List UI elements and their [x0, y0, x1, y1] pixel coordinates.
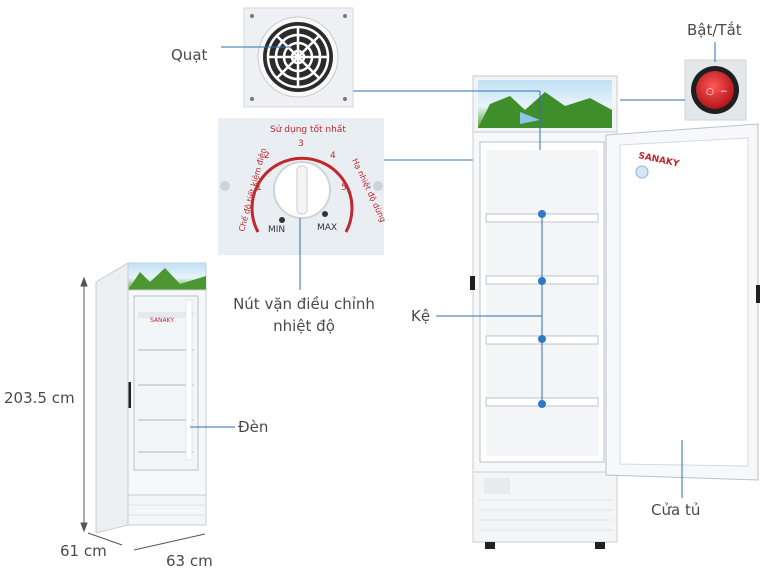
height-dimension: 203.5 cm	[4, 389, 75, 407]
shelf-dot-1	[538, 210, 546, 218]
shelf-dot-4	[538, 400, 546, 408]
dial-number-4: 4	[330, 151, 336, 161]
dial-number-5: 5	[341, 183, 347, 193]
svg-text:○: ○	[706, 87, 714, 97]
depth-dimension: 61 cm	[60, 542, 107, 560]
fan-grill-icon	[266, 25, 330, 89]
large-fridge: SANAKY	[470, 75, 760, 549]
dial-min-text: MIN	[268, 225, 285, 235]
width-dimension: 63 cm	[166, 552, 213, 570]
dial-number-2: 2	[264, 151, 270, 161]
power-label: Bật/Tắt	[687, 21, 742, 39]
fan-inset	[243, 7, 354, 108]
small-fridge-brand: SANAKY	[150, 317, 174, 324]
thermostat-dial-inset: Sử dụng tốt nhất 1 2 3 4 5 MIN MAX Chế đ…	[218, 118, 389, 255]
dimension-lines	[80, 276, 206, 551]
shelf-dot-3	[538, 335, 546, 343]
dial-number-1: 1	[256, 183, 262, 193]
fan-label: Quạt	[171, 46, 208, 64]
power-switch-inset: ○ −	[684, 59, 747, 121]
dial-top-text: Sử dụng tốt nhất	[270, 124, 346, 135]
small-fridge: SANAKY	[95, 262, 207, 534]
badge-icon	[635, 165, 649, 179]
dial-number-3: 3	[298, 139, 304, 149]
door-label: Cửa tủ	[651, 501, 701, 519]
shelf-dot-2	[538, 277, 546, 285]
light-label: Đèn	[238, 418, 269, 436]
knob-label: Nút vặn điều chỉnh nhiệt độ	[233, 295, 375, 335]
shelf-label: Kệ	[411, 307, 431, 325]
dial-max-text: MAX	[317, 223, 337, 233]
svg-text:−: −	[720, 87, 728, 97]
